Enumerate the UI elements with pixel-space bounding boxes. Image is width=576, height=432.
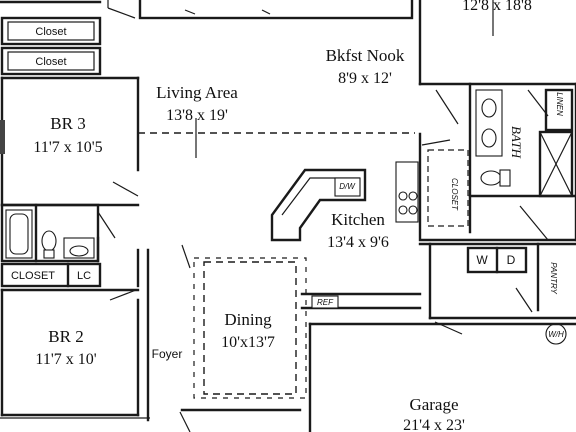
foyer-walls [146,244,302,432]
br3-name: BR 3 [50,114,85,133]
top-room-size: 12'8 x 18'8 [462,0,532,14]
living-dashes [138,0,494,158]
br2-walls [0,288,150,419]
kitchen-name: Kitchen [331,210,385,229]
linen-label: LINEN [555,92,564,116]
dining-size: 10'x13'7 [221,334,275,351]
bkfst-size: 8'9 x 12' [338,70,392,87]
foyer-label: Foyer [152,347,183,361]
living-size: 13'8 x 19' [166,107,228,124]
closet-label-1: Closet [35,26,66,38]
laundry-walls [418,242,576,345]
dw-label: D/W [339,182,356,191]
closet-mid-label: CLOSET [11,270,55,282]
living-name: Living Area [156,83,238,102]
br2-size: 11'7 x 10' [35,351,96,368]
washer-label: W [476,253,488,267]
hall-bath [0,203,116,263]
closet-label-2: Closet [35,56,66,68]
dining-name: Dining [224,310,272,329]
br3-size: 11'7 x 10'5 [33,139,102,156]
garage-size: 21'4 x 23' [403,417,465,432]
wh-label: W/H [548,330,564,339]
top-structure [0,0,414,20]
closet-side-label: CLOSET [450,178,459,211]
kitchen-walls [270,132,576,310]
bkfst-name: Bkfst Nook [326,46,405,65]
garage-name: Garage [409,395,458,414]
dining-area [193,257,307,399]
dryer-label: D [507,253,516,267]
closet-lc-row [0,248,140,288]
master-walls [418,0,576,242]
lc-label: LC [77,270,91,282]
br2-name: BR 2 [48,327,83,346]
kitchen-size: 13'4 x 9'6 [327,234,389,251]
bath-label: BATH [509,126,524,159]
top-closets [0,16,102,76]
pantry-label: PANTRY [549,262,558,294]
garage-walls [308,322,576,432]
ref-label: REF [317,298,334,307]
